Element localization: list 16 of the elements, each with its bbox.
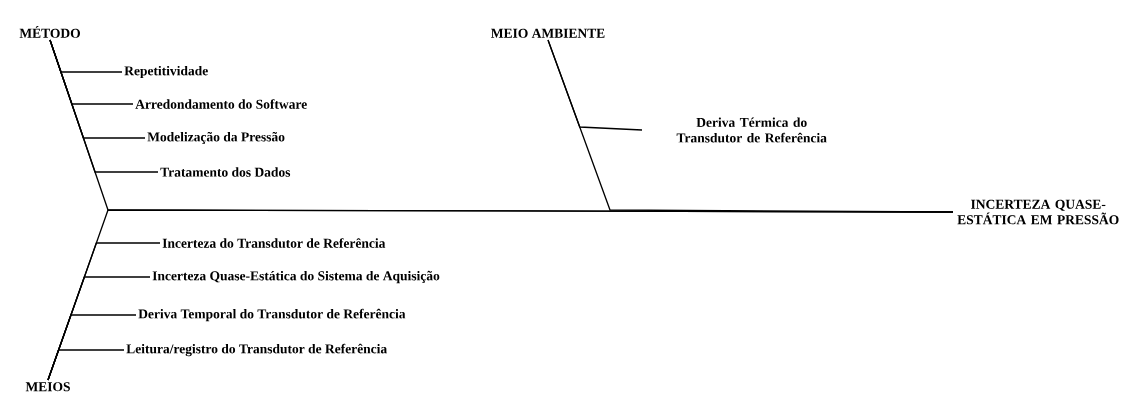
cause-label: Deriva Térmica do Transdutor de Referência <box>676 117 827 143</box>
cause-line <box>547 39 643 131</box>
category-label: MEIOS <box>25 382 70 392</box>
cause-label: Repetitividade <box>124 65 208 79</box>
cause-line <box>49 39 159 173</box>
cause-label: Deriva Temporal do Transdutor de Referência <box>138 308 406 322</box>
effect-label: INCERTEZA QUASE-ESTÁTICA EM PRESSÃO <box>957 199 1119 225</box>
category-label: MÉTODO <box>19 26 80 38</box>
category-label: MEIO AMBIENTE <box>491 28 605 38</box>
cause-label: Incerteza do Transdutor de Referência <box>162 238 386 248</box>
cause-label: Leitura/registro do Transdutor de Referência <box>126 343 387 357</box>
cause-line <box>47 349 125 381</box>
cause-label: Incerteza Quase-Estática do Sistema de Aquisição <box>152 270 440 284</box>
cause-label: Tratamento dos Dados <box>160 167 291 177</box>
cause-label: Arredondamento do Software <box>135 99 307 109</box>
cause-label: Modelização da Pressão <box>147 131 285 145</box>
